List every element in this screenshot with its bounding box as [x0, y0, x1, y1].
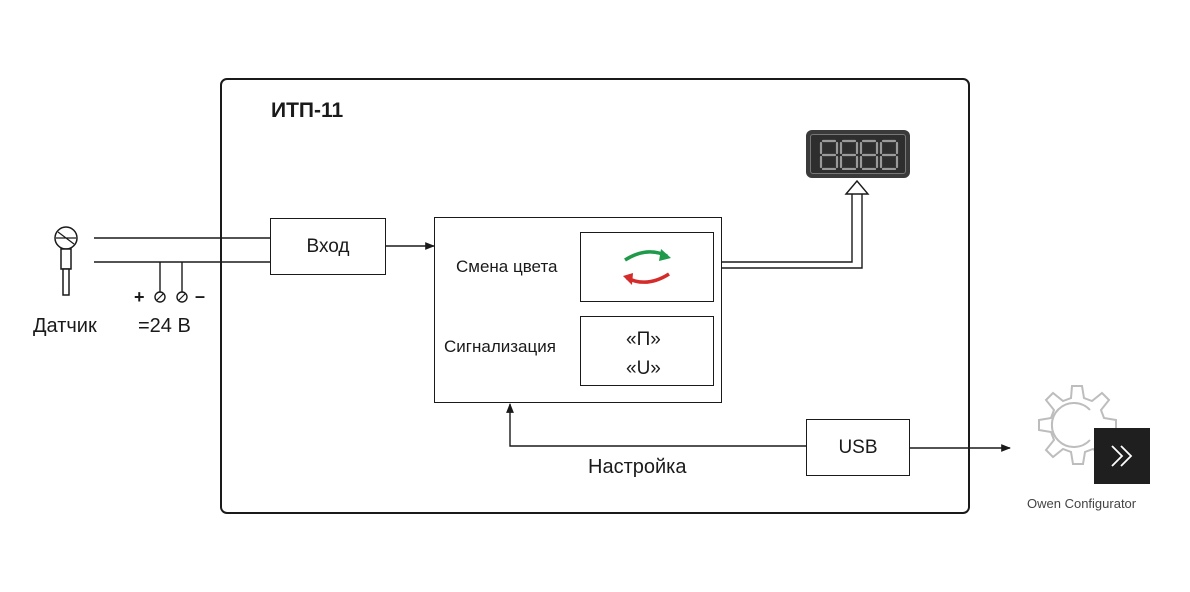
display-arrow: [844, 179, 870, 195]
chevron-right-double-icon: [1111, 445, 1133, 467]
input-block-label: Вход: [306, 235, 350, 257]
display-digits: [819, 139, 899, 170]
power-minus: –: [195, 286, 206, 306]
input-block: Вход: [270, 218, 386, 275]
gear-icon: [1038, 385, 1117, 465]
power-terminals: [154, 291, 188, 303]
device-frame: [220, 78, 970, 514]
device-title: ИТП-11: [271, 99, 344, 122]
color-change-box: [580, 232, 714, 302]
power-plus: +: [134, 287, 145, 307]
power-label: =24 В: [138, 315, 191, 337]
color-cycle-arrows-icon: [623, 249, 671, 285]
signaling-box: [580, 316, 714, 386]
signal-p: «П»: [626, 329, 661, 350]
configurator-tile: [1094, 428, 1150, 484]
usb-block: USB: [806, 419, 910, 476]
configurator-label: Owen Configurator: [1027, 496, 1137, 511]
setup-label: Настройка: [588, 456, 687, 478]
usb-label: USB: [838, 436, 878, 458]
signaling-label: Сигнализация: [444, 337, 556, 356]
setup-arrow: [506, 403, 806, 447]
signal-u: «U»: [626, 358, 661, 379]
sensor-label: Датчик: [33, 315, 97, 337]
color-change-label: Смена цвета: [456, 257, 558, 276]
led-display: [806, 130, 910, 178]
thermocouple-probe-icon: [54, 226, 78, 296]
